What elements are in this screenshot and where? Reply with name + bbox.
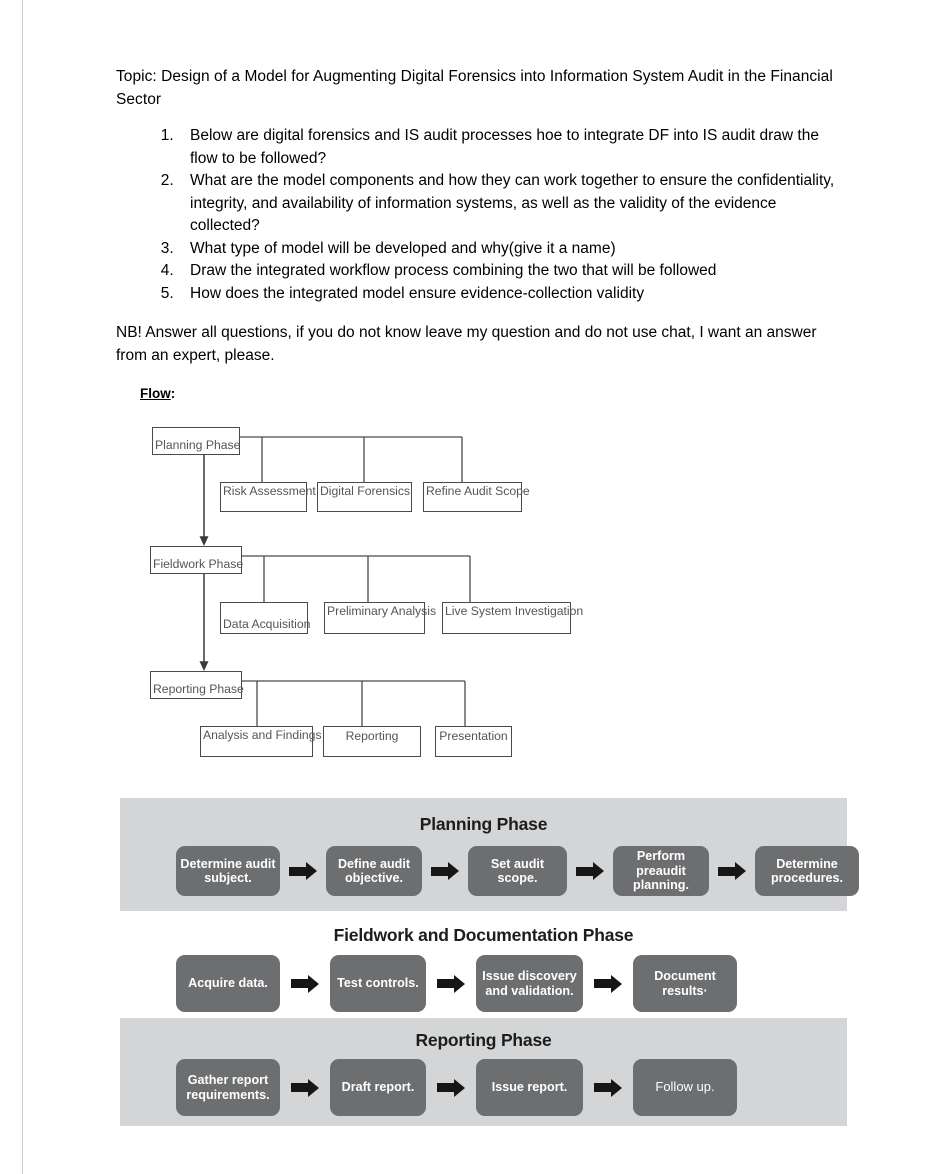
process-band-reporting: Reporting Phase Gather report requiremen… bbox=[120, 1018, 847, 1126]
band-title: Reporting Phase bbox=[415, 1030, 552, 1050]
process-step-row: Determine audit subject. Define audit ob… bbox=[176, 846, 859, 896]
flow-label-word: Flow bbox=[140, 386, 171, 401]
tree-node-data-acquisition: Data Acquisition bbox=[220, 602, 310, 634]
tree-node-reporting-phase: Reporting Phase bbox=[150, 671, 244, 699]
question-item: How does the integrated model ensure evi… bbox=[178, 283, 846, 306]
band-title: Planning Phase bbox=[419, 814, 548, 834]
question-item: Draw the integrated workflow process com… bbox=[178, 260, 846, 283]
arrow-right-icon bbox=[431, 862, 459, 881]
flow-label: Flow: bbox=[140, 386, 846, 401]
question-item: What type of model will be developed and… bbox=[178, 238, 846, 261]
arrow-right-icon bbox=[718, 862, 746, 881]
tree-connector-lines bbox=[199, 436, 471, 726]
question-item: What are the model components and how th… bbox=[178, 170, 846, 238]
process-step-perform-preaudit-planning[interactable]: Perform preaudit planning. bbox=[613, 846, 709, 896]
tree-node-planning-phase: Planning Phase bbox=[152, 427, 240, 455]
process-step-document-results[interactable]: Document results· bbox=[633, 955, 737, 1012]
question-list: Below are digital forensics and IS audit… bbox=[116, 125, 846, 305]
process-step-acquire-data[interactable]: Acquire data. bbox=[176, 955, 280, 1012]
process-step-row: Gather report requirements. Draft report… bbox=[176, 1059, 737, 1116]
process-step-row: Acquire data. Test controls. Issue disco… bbox=[176, 955, 737, 1012]
flow-label-colon: : bbox=[170, 386, 176, 401]
arrow-right-icon bbox=[291, 974, 319, 993]
audit-process-diagram: Planning Phase Determine audit subject. … bbox=[120, 798, 859, 1128]
tree-node-live-system-investigation: Live System Investigation bbox=[442, 602, 583, 634]
arrow-right-icon bbox=[576, 862, 604, 881]
process-step-draft-report[interactable]: Draft report. bbox=[330, 1059, 426, 1116]
process-step-issue-report[interactable]: Issue report. bbox=[476, 1059, 583, 1116]
arrow-right-icon bbox=[289, 862, 317, 881]
topic-line: Topic: Design of a Model for Augmenting … bbox=[116, 68, 833, 108]
tree-node-analysis-and-findings: Analysis and Findings bbox=[200, 726, 322, 757]
process-step-test-controls[interactable]: Test controls. bbox=[330, 955, 426, 1012]
process-step-gather-report-requirements[interactable]: Gather report requirements. bbox=[176, 1059, 280, 1116]
tree-node-fieldwork-phase: Fieldwork Phase bbox=[150, 546, 243, 574]
process-step-determine-audit-subject[interactable]: Determine audit subject. bbox=[176, 846, 280, 896]
process-step-set-audit-scope[interactable]: Set audit scope. bbox=[468, 846, 567, 896]
process-step-follow-up[interactable]: Follow up. bbox=[633, 1059, 737, 1116]
tree-node-refine-audit-scope: Refine Audit Scope bbox=[423, 482, 530, 512]
tree-node-preliminary-analysis: Preliminary Analysis bbox=[324, 602, 436, 634]
process-step-define-audit-objective[interactable]: Define audit objective. bbox=[326, 846, 422, 896]
tree-node-reporting: Reporting bbox=[323, 726, 421, 757]
flow-tree-diagram: Planning Phase Risk Assessment Digital F… bbox=[140, 418, 600, 758]
document-text-block: Topic: Design of a Model for Augmenting … bbox=[116, 66, 846, 401]
tree-node-presentation: Presentation bbox=[435, 726, 512, 757]
arrow-right-icon bbox=[437, 974, 465, 993]
arrow-right-icon bbox=[437, 1078, 465, 1097]
tree-node-risk-assessment: Risk Assessment bbox=[220, 482, 316, 512]
process-step-issue-discovery-and-validation[interactable]: Issue discovery and validation. bbox=[476, 955, 583, 1012]
band-title: Fieldwork and Documentation Phase bbox=[333, 925, 634, 945]
tree-node-digital-forensics: Digital Forensics bbox=[317, 482, 412, 512]
arrow-right-icon bbox=[594, 1078, 622, 1097]
process-step-determine-procedures[interactable]: Determine procedures. bbox=[755, 846, 859, 896]
nb-note: NB! Answer all questions, if you do not … bbox=[116, 324, 817, 364]
arrow-right-icon bbox=[594, 974, 622, 993]
process-band-fieldwork: Fieldwork and Documentation Phase Acquir… bbox=[120, 911, 847, 1018]
question-item: Below are digital forensics and IS audit… bbox=[178, 125, 846, 170]
process-band-planning: Planning Phase Determine audit subject. … bbox=[120, 798, 859, 911]
arrow-right-icon bbox=[291, 1078, 319, 1097]
